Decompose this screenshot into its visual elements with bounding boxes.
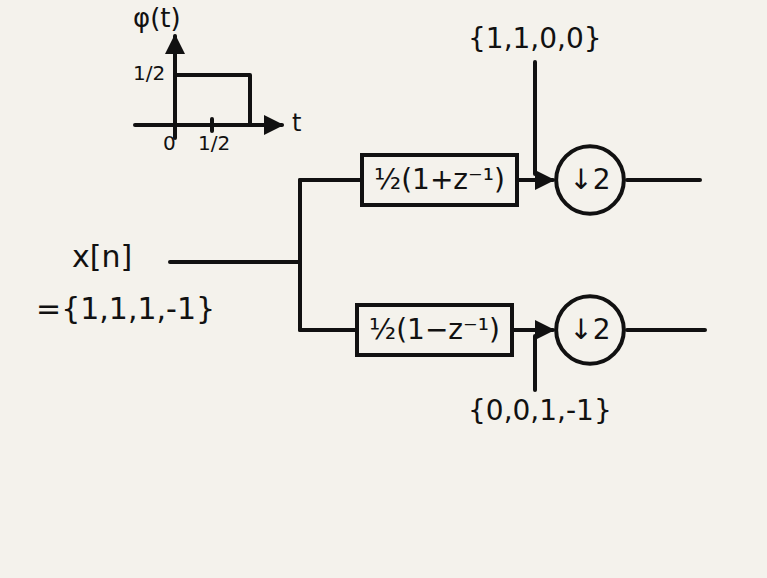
transfer-function: ½(1+z⁻¹) (374, 163, 505, 197)
downsampler-circle: ↓2 (554, 144, 626, 216)
signal-label: {1,1,0,0} (468, 24, 602, 55)
circle-shape (556, 296, 624, 364)
branch-wire (300, 328, 355, 332)
output-wire (627, 178, 700, 182)
plot-label: t (292, 110, 301, 136)
downsampler-circle: ↓2 (554, 294, 626, 366)
signal-arrow (514, 328, 553, 332)
signal-label: x[n] (72, 240, 132, 273)
plot-label: 0 (163, 132, 176, 154)
signal-arrow (519, 178, 553, 182)
output-wire (627, 328, 705, 332)
plot-label: 1/2 (198, 132, 230, 154)
filter-box: ½(1+z⁻¹) (360, 153, 519, 207)
plot-label: 1/2 (133, 62, 165, 84)
branch-wire (298, 180, 302, 330)
y-axis (173, 36, 177, 138)
filter-box: ½(1−z⁻¹) (355, 303, 514, 357)
tick (210, 119, 214, 131)
plot-label: φ(t) (133, 4, 181, 33)
branch-wire (300, 178, 360, 182)
signal-label: {0,0,1,-1} (468, 396, 612, 427)
signal-label: ={1,1,1,-1} (36, 292, 215, 325)
transfer-function: ½(1−z⁻¹) (369, 313, 500, 347)
leader-line (533, 336, 537, 390)
leader-line (533, 62, 537, 174)
downsample-symbol: ↓2 (569, 313, 610, 347)
circle-shape (556, 146, 624, 214)
input-wire (170, 260, 300, 264)
downsample-symbol: ↓2 (569, 163, 610, 197)
x-axis (135, 123, 282, 127)
